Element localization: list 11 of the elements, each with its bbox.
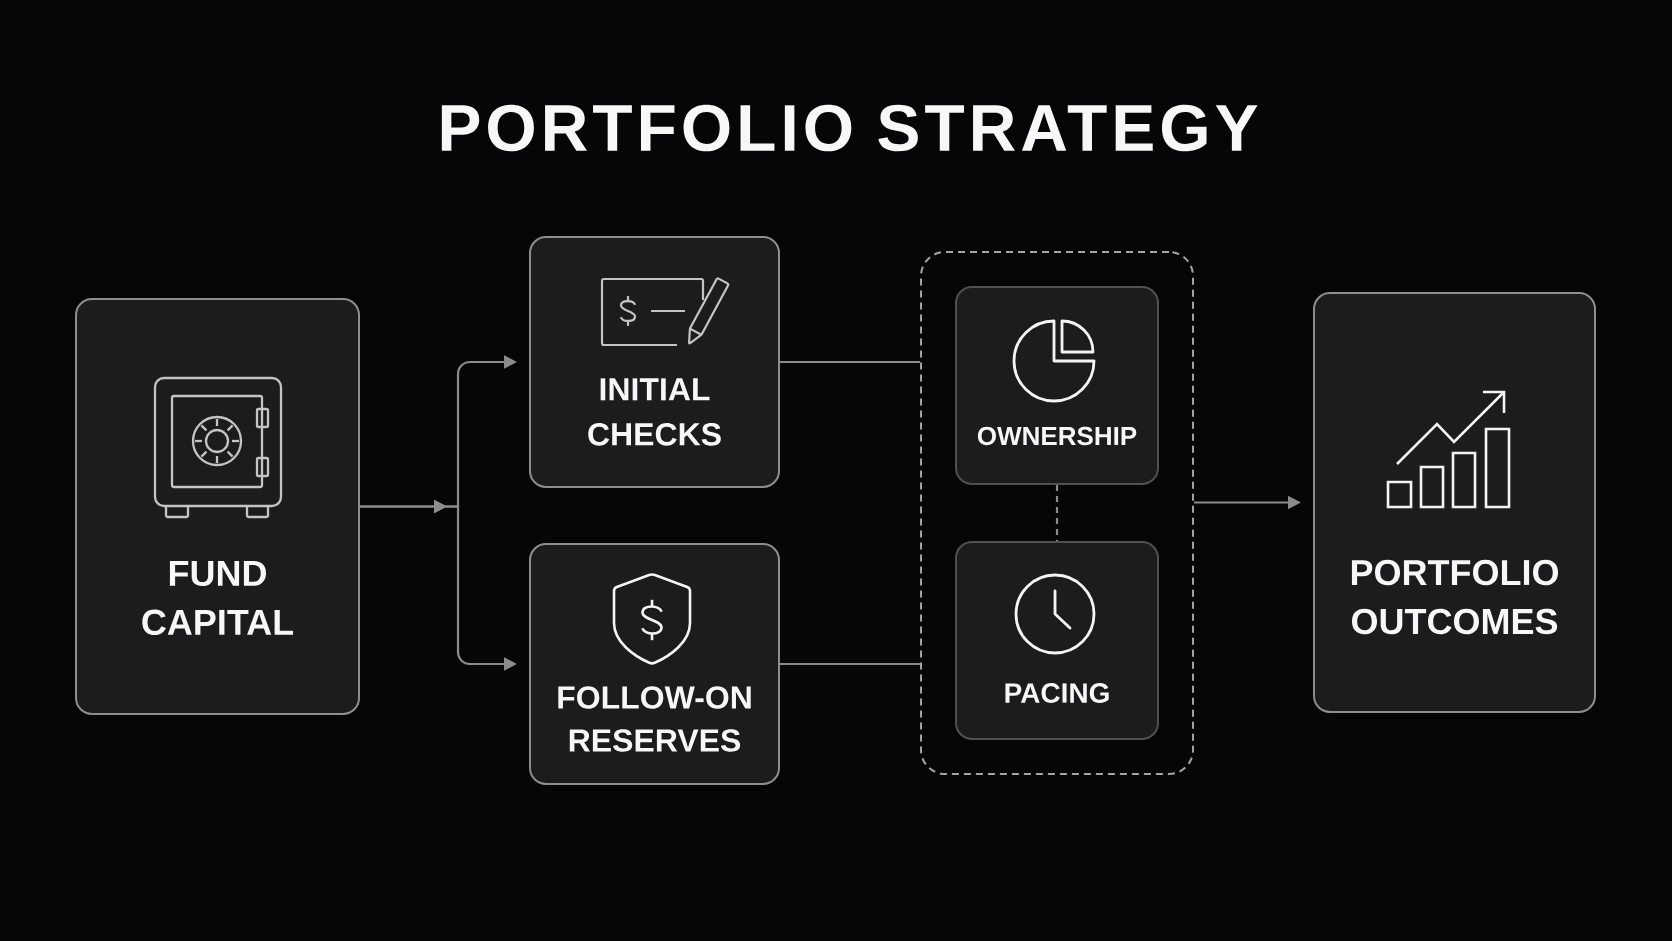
process-box: FOLLOW-ON RESERVES [529,543,780,785]
process-box: INITIAL CHECKS [529,236,780,488]
process-box: PACING [955,541,1159,740]
process-box: PORTFOLIO OUTCOMES [1313,292,1596,713]
process-box: OWNERSHIP [955,286,1159,485]
connector-line [780,360,920,364]
dashed-group-box [920,251,1194,775]
title: PORTFOLIO STRATEGY [441,104,1258,152]
dashed-line [1055,485,1059,541]
process-box: FUND CAPITAL [75,298,360,715]
connector-line [780,662,920,666]
